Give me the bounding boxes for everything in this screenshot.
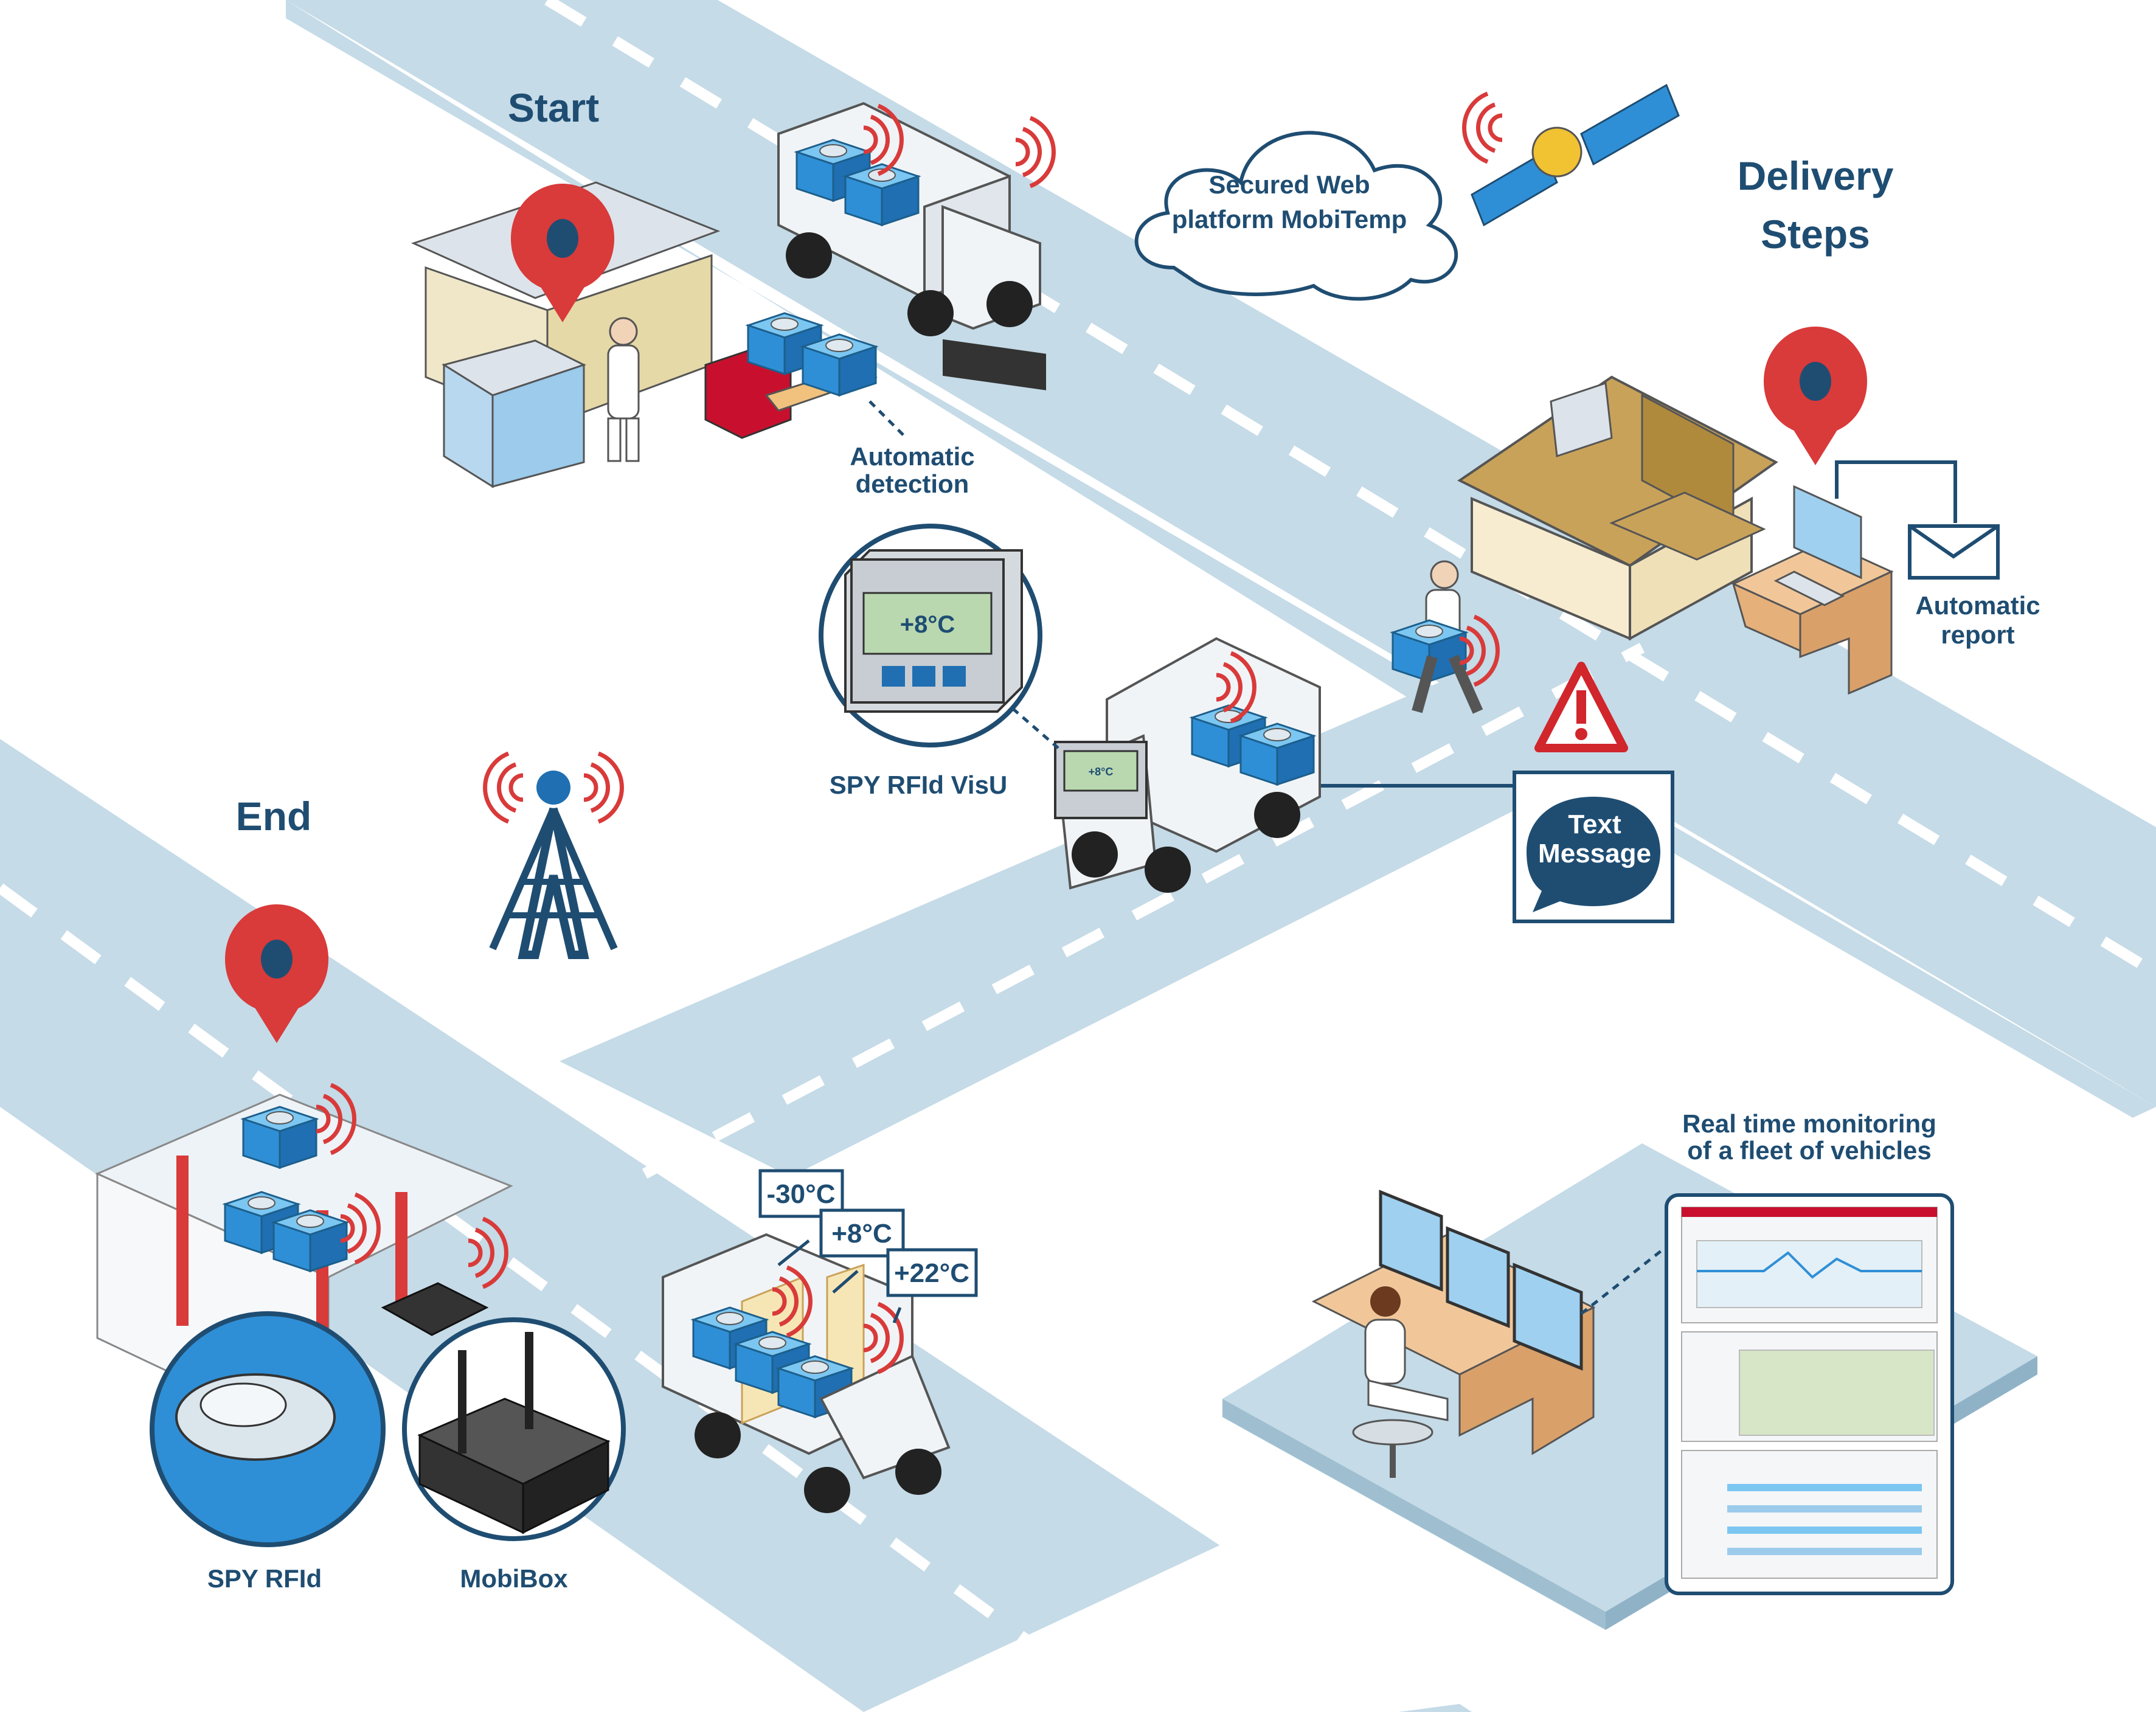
cell-tower-icon	[485, 754, 622, 959]
end-label: End	[236, 794, 312, 839]
text-message-panel	[1513, 771, 1674, 923]
spy-rfid-label: SPY RFId	[207, 1564, 322, 1593]
delivery-steps-label-line1: Delivery	[1738, 153, 1894, 198]
monitoring-dashboard-panel	[1665, 1193, 1954, 1595]
automatic-detection-label-line1: Automatic	[850, 442, 974, 471]
envelope-icon	[1908, 524, 2000, 580]
automatic-report-label-line2: report	[1941, 620, 2014, 649]
visu-display-reading: +8°C	[900, 611, 955, 638]
spy-rfid-zoom-circle	[150, 1311, 386, 1547]
secured-web-label-line1: Secured Web	[1208, 170, 1370, 199]
temp-tag-1-label: -30°C	[767, 1179, 836, 1209]
control-room-operator	[1311, 1190, 1596, 1478]
truck-middle	[1054, 637, 1321, 893]
visu-small-reading: +8°C	[1089, 766, 1114, 778]
road-northeast	[286, 0, 2156, 1107]
truck-bottom	[662, 1233, 951, 1513]
temperature-tags	[758, 1169, 978, 1297]
truck-top	[777, 102, 1053, 390]
warning-triangle-icon	[1534, 662, 1628, 752]
mobibox-zoom-circle	[402, 1317, 626, 1541]
cloud-icon	[1134, 131, 1458, 301]
temp-tag-3	[886, 1248, 978, 1297]
visu-zoom-circle	[819, 524, 1042, 747]
office-desk	[1731, 460, 1957, 695]
satellite-icon	[1464, 83, 1680, 227]
start-label: Start	[508, 85, 599, 130]
mobibox-label: MobiBox	[460, 1564, 568, 1593]
delivery-location-pin-icon	[1764, 327, 1867, 465]
road-southwest	[0, 739, 1472, 1712]
store-illustration	[1457, 375, 1778, 641]
speech-bubble-icon	[1527, 797, 1660, 912]
spy-rfid-visu-label: SPY RFId VisU	[830, 771, 1008, 799]
text-message-label-line2: Message	[1538, 839, 1651, 868]
delivery-steps-label-line2: Steps	[1761, 212, 1870, 257]
delivery-person	[1392, 560, 1497, 714]
text-message-label-line1: Text	[1568, 809, 1621, 839]
real-time-label-line1: Real time monitoring	[1682, 1109, 1936, 1138]
temp-tag-3-label: +22°C	[894, 1258, 969, 1288]
detection-leader-line	[868, 400, 907, 439]
automatic-report-label-line1: Automatic	[1915, 591, 2040, 620]
automatic-detection-label-line2: detection	[856, 470, 969, 498]
secured-web-label-line2: platform MobiTemp	[1172, 205, 1407, 234]
real-time-label-line2: of a fleet of vehicles	[1687, 1136, 1931, 1165]
temp-tag-2-label: +8°C	[831, 1219, 892, 1249]
